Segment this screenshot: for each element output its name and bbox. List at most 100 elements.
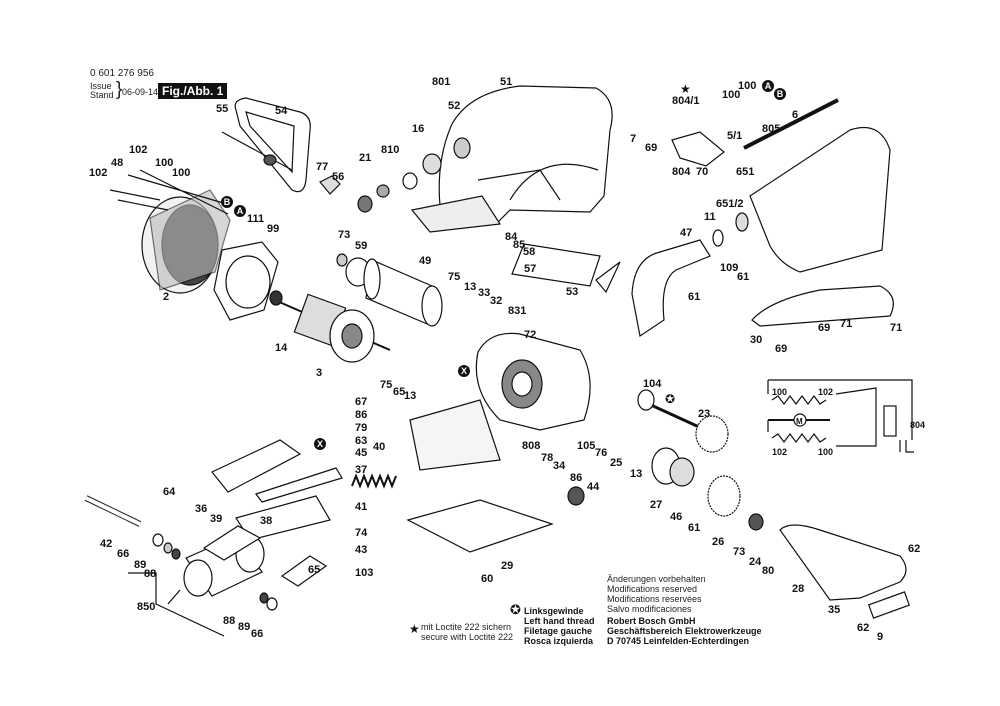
issue-date: 06-09-14: [122, 87, 159, 97]
part-label-65: 65: [393, 386, 406, 398]
part-label-88: 88: [223, 615, 236, 627]
part-label-33: 33: [478, 287, 491, 299]
part-label-805: 805: [762, 123, 781, 135]
marker-b-stator: B: [221, 196, 233, 208]
part-label-73: 73: [338, 229, 351, 241]
part-label-104: 104: [643, 378, 662, 390]
part-label-3: 3: [316, 367, 323, 379]
part-spring-40: [351, 473, 397, 489]
part-spring: [376, 184, 390, 198]
part-label-62: 62: [908, 543, 921, 555]
part-label-69: 69: [775, 343, 788, 355]
part-label-61: 61: [688, 522, 701, 534]
left-thread-en: Left hand thread: [524, 616, 595, 626]
part-cylinder: [363, 258, 443, 327]
loctite-note-en: secure with Loctite 222: [421, 632, 514, 642]
part-label-57: 57: [524, 263, 537, 275]
part-label-651-2: 651/2: [716, 198, 744, 210]
part-label-44: 44: [587, 481, 600, 493]
part-label-75: 75: [448, 271, 461, 283]
part-label-65: 65: [308, 564, 321, 576]
part-label-56: 56: [332, 171, 345, 183]
part-label-103: 103: [355, 567, 374, 579]
wiring-label: 804: [910, 420, 926, 430]
stand-label: Stand: [90, 90, 114, 100]
part-label-71: 71: [890, 322, 903, 334]
part-label-61: 61: [737, 271, 750, 283]
part-label-84: 84: [505, 231, 518, 243]
wiring-motor-label: M: [796, 417, 803, 426]
part-armature: [269, 290, 391, 363]
part-label-34: 34: [553, 460, 566, 472]
star-icon-804-1: ★: [680, 82, 691, 96]
part-fan-guard: [213, 241, 279, 321]
part-label-41: 41: [355, 501, 368, 513]
part-label-37: 37: [355, 464, 368, 476]
brace-glyph: }: [116, 79, 123, 100]
part-label-850: 850: [137, 601, 156, 613]
part-dust-bag: [749, 126, 891, 273]
part-label-89: 89: [238, 621, 251, 633]
part-label-77: 77: [316, 161, 329, 173]
part-label-26: 26: [712, 536, 725, 548]
part-label-102: 102: [129, 144, 148, 156]
wiring-label: 102: [818, 387, 834, 397]
part-label-38: 38: [260, 515, 273, 527]
part-guard-30: [751, 285, 894, 327]
part-sleeve-104: [637, 389, 655, 411]
part-label-9: [867, 591, 911, 619]
part-knob-44: [567, 486, 585, 506]
part-label-58: 58: [523, 246, 536, 258]
company-name: Robert Bosch GmbH: [607, 616, 696, 626]
part-label-59: 59: [355, 240, 368, 252]
part-label-54: 54: [275, 105, 288, 117]
part-label-5-1: 5/1: [727, 130, 743, 142]
part-label-78: 78: [541, 452, 554, 464]
part-lever-assembly: [202, 439, 343, 587]
loctite-note-de: mit Loctite 222 sichern: [421, 622, 512, 632]
disclaimer-line: Modifications reserved: [607, 584, 698, 594]
part-stator: [109, 169, 231, 294]
marker-x-gear: X: [458, 365, 470, 377]
company-block: Robert Bosch GmbH Geschäftsbereich Elekt…: [607, 616, 762, 646]
part-elbow: [631, 239, 711, 338]
part-label-66: 66: [117, 548, 130, 560]
part-sleeve: [422, 153, 442, 175]
company-address: D 70745 Leinfelden-Echterdingen: [607, 636, 750, 646]
part-label-40: 40: [373, 441, 386, 453]
marker-b-cord: B: [774, 88, 786, 100]
part-label-89: 89: [134, 559, 147, 571]
part-clip: [595, 261, 621, 294]
part-label-71: 71: [840, 318, 853, 330]
part-label-804: 804: [672, 166, 691, 178]
wiring-label: 100: [818, 447, 834, 457]
part-label-88: 88: [144, 568, 157, 580]
star-icon: ★: [409, 622, 420, 636]
part-label-9: 9: [877, 631, 884, 643]
part-roller-assembly: [84, 495, 278, 637]
part-label-62: 62: [857, 622, 870, 634]
part-label-32: 32: [490, 295, 503, 307]
part-clamp: [221, 97, 341, 195]
disclaimer-line: Modifications reservées: [607, 594, 702, 604]
part-label-43: 43: [355, 544, 368, 556]
part-label-69: 69: [818, 322, 831, 334]
part-label-651: 651: [736, 166, 755, 178]
part-label-111: 111: [247, 213, 265, 225]
part-label-80: 80: [762, 565, 775, 577]
part-label-804-1: 804/1: [672, 95, 700, 107]
part-label-53: 53: [566, 286, 579, 298]
part-gear-23: [695, 415, 729, 453]
part-label-27: 27: [650, 499, 663, 511]
part-label-74: 74: [355, 527, 368, 539]
part-hub-46: [669, 457, 695, 487]
part-gear-housing: [409, 332, 591, 471]
part-knob: [357, 195, 373, 213]
part-label-64: 64: [163, 486, 176, 498]
wiring-label: 102: [772, 447, 788, 457]
part-label-47: 47: [680, 227, 693, 239]
part-label-63: 63: [355, 435, 368, 447]
part-label-49: 49: [419, 255, 432, 267]
